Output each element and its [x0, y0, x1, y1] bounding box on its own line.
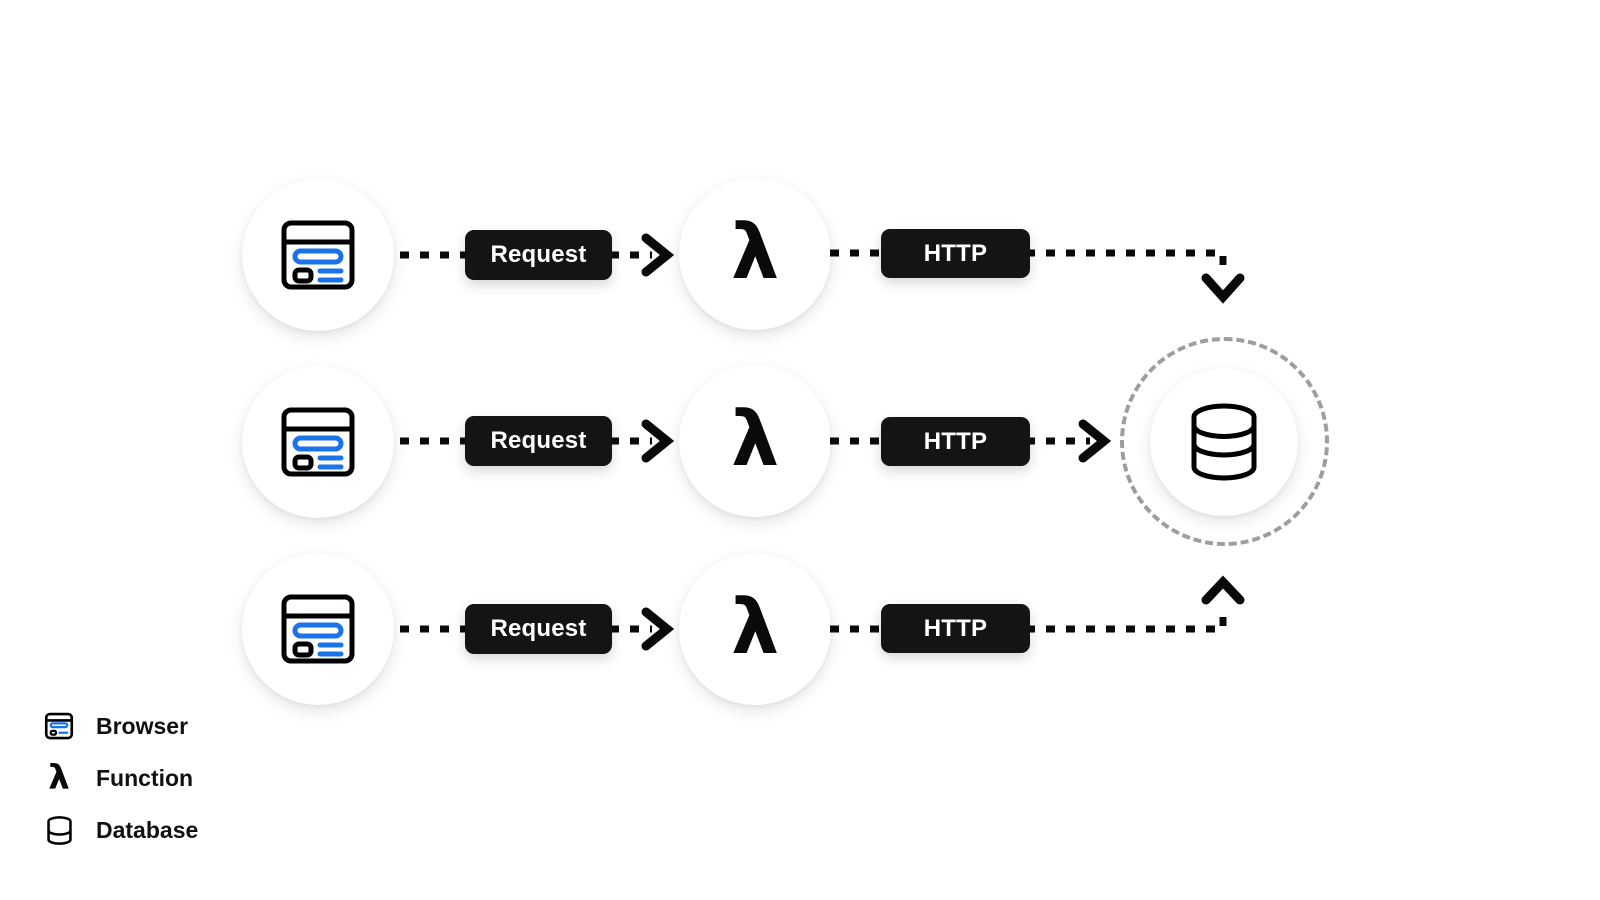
http-badge-1[interactable]: HTTP [881, 229, 1030, 278]
legend-item-function: λ Function [42, 752, 198, 804]
arrowhead-right-2 [641, 419, 675, 463]
arrowhead-right-1 [641, 233, 675, 277]
function-node-1[interactable]: λ [679, 178, 831, 330]
wire-http-db-1 [1026, 249, 1227, 272]
browser-icon [42, 711, 76, 741]
arrowhead-down-db [1201, 273, 1245, 304]
browser-node-3[interactable] [242, 553, 394, 705]
http-badge-label-2: HTTP [923, 427, 988, 455]
lambda-icon: λ [42, 761, 76, 795]
database-boundary [1120, 337, 1329, 546]
legend-item-browser: Browser [42, 700, 198, 752]
http-badge-3[interactable]: HTTP [881, 604, 1030, 653]
browser-node-2[interactable] [242, 366, 394, 518]
lambda-icon: λ [730, 582, 780, 671]
lambda-icon: λ [730, 394, 780, 483]
request-badge-1[interactable]: Request [465, 230, 612, 280]
request-badge-label-3: Request [490, 615, 587, 642]
wire-http-db-3 [1026, 612, 1227, 633]
database-icon [1191, 403, 1257, 481]
function-node-2[interactable]: λ [679, 365, 831, 517]
database-icon [42, 815, 76, 846]
browser-icon [281, 220, 355, 290]
request-badge-label-1: Request [490, 241, 587, 268]
legend-label-browser: Browser [96, 712, 189, 739]
browser-icon [281, 407, 355, 477]
function-node-3[interactable]: λ [679, 553, 831, 705]
browser-icon [281, 594, 355, 664]
request-badge-label-2: Request [490, 427, 587, 454]
request-badge-2[interactable]: Request [465, 416, 612, 466]
legend-label-database: Database [96, 816, 199, 843]
legend-label-function: Function [96, 764, 194, 791]
arrowhead-right-3 [641, 607, 675, 651]
http-badge-2[interactable]: HTTP [881, 417, 1030, 466]
legend: Browser λ Function Database [42, 700, 198, 856]
lambda-icon: λ [730, 207, 780, 296]
arrowhead-up-db [1201, 575, 1245, 605]
legend-item-database: Database [42, 804, 198, 856]
database-node[interactable] [1150, 368, 1298, 516]
browser-node-1[interactable] [242, 179, 394, 331]
request-badge-3[interactable]: Request [465, 604, 612, 654]
legend-lambda-glyph: λ [48, 758, 70, 798]
arrowhead-right-db [1078, 419, 1112, 463]
http-badge-label-1: HTTP [923, 239, 988, 267]
http-badge-label-3: HTTP [923, 614, 988, 642]
